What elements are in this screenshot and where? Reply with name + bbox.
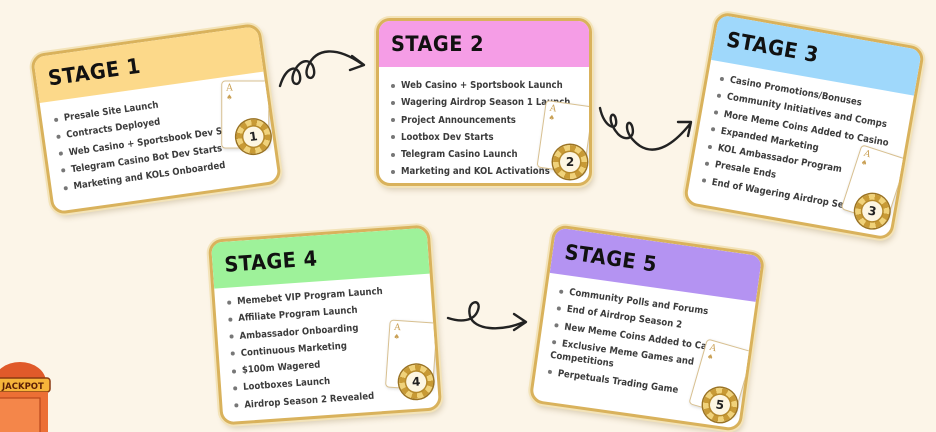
list-item: Wagering Airdrop Season 1 Launch: [391, 94, 589, 111]
stage-2-number: 2: [560, 152, 580, 172]
stage-3-title: STAGE 3: [724, 27, 821, 68]
stage-4-number: 4: [405, 371, 427, 393]
stage-2-header: STAGE 2: [379, 21, 589, 67]
stage-5-number: 5: [708, 393, 732, 417]
list-item: Telegram Casino Launch: [391, 146, 589, 163]
stage-2-list: Web Casino + Sportsbook Launch Wagering …: [379, 67, 589, 181]
list-item: Project Announcements: [391, 112, 589, 129]
jackpot-label: JACKPOT: [1, 382, 44, 392]
curly-arrow-icon: [278, 50, 366, 88]
curly-arrow-icon: [598, 106, 693, 151]
poker-chip-icon: 2: [553, 145, 587, 179]
list-item: Marketing and KOL Activations: [391, 163, 589, 180]
list-item: Web Casino + Sportsbook Launch: [391, 77, 589, 94]
jackpot-machine-icon: JACKPOT: [0, 362, 51, 432]
stage-1-number: 1: [242, 125, 265, 148]
stage-3-panel: STAGE 3 Casino Promotions/Bonuses Commun…: [682, 11, 926, 241]
curly-arrow-icon: [446, 301, 528, 332]
stage-5-panel: STAGE 5 Community Polls and Forums End o…: [528, 223, 766, 432]
list-item: Lootbox Dev Starts: [391, 129, 589, 146]
stage-1-title: STAGE 1: [46, 53, 143, 91]
stage-4-panel: STAGE 4 Memebet VIP Program Launch Affil…: [207, 224, 443, 426]
stage-2-title: STAGE 2: [391, 32, 484, 56]
stage-3-number: 3: [860, 199, 884, 223]
stage-2-panel: STAGE 2 Web Casino + Sportsbook Launch W…: [376, 18, 592, 186]
stage-4-title: STAGE 4: [223, 246, 319, 277]
stage-1-panel: STAGE 1 Presale Site Launch Contracts De…: [29, 22, 283, 216]
stage-5-title: STAGE 5: [563, 239, 659, 277]
